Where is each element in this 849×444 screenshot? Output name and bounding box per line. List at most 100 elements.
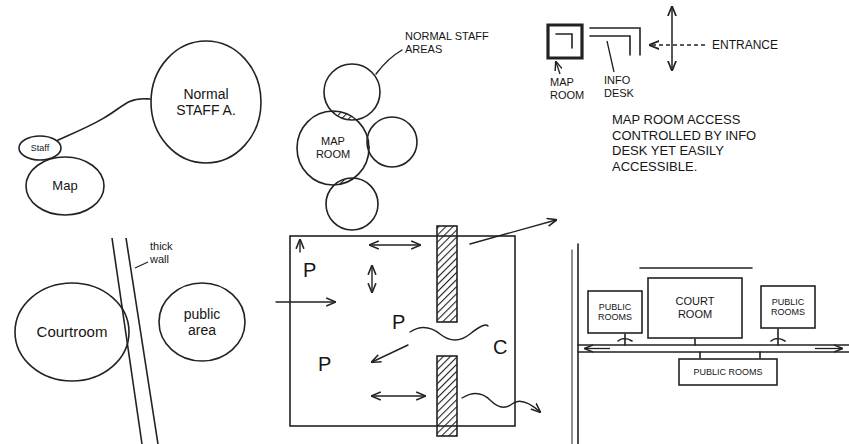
movement-arrow [410,325,488,340]
corridor-arrow [585,348,610,349]
callout-label: ENTRANCE [712,38,812,52]
floor-plan [618,334,632,345]
node-text: public area [172,306,232,338]
leader-line [376,50,402,74]
overlap-hatch [367,117,417,167]
floor-plan [578,344,849,346]
zone-letter: P [392,310,412,334]
bubble-outline [19,136,61,160]
node-text-group: Map [52,179,77,194]
leader-line [376,50,402,74]
node-text: PUBLIC ROOMS [593,302,637,323]
courtroom-bubble: Courtroom [14,282,130,382]
room-box: PUBLIC ROOMS [587,290,643,334]
floor-plan [694,339,696,345]
plan-sketch [548,25,640,58]
node-text-group: PUBLIC ROOMS [766,297,810,318]
callout-label: INFO DESK [604,74,644,100]
circulation-sketch [290,226,515,436]
circulation-sketch [290,236,515,426]
movement-arrow [370,244,420,245]
node-text: Normal STAFF A. [175,86,237,118]
callout-label: NORMAL STAFF AREAS [405,30,505,56]
node-text: Map [52,179,77,194]
zone-letter: P [318,352,338,376]
room-box: PUBLIC ROOMS [678,358,778,386]
movement-arrow [372,395,425,396]
floor-plan [572,250,573,444]
floor-plan [771,329,785,345]
node-text-group: Staff [31,143,49,153]
leader-line [135,262,148,268]
staff-area-circles [367,117,417,167]
bubble-outline [159,283,245,361]
plan-sketch [556,34,572,48]
floor-plan [700,352,760,358]
movement-arrow [276,301,335,302]
floor-plan [577,244,579,444]
zone-letter: P [303,258,323,282]
map-bubble: Map [25,156,105,216]
node-text-group: Courtroom [37,323,108,340]
node-text-group: COURT ROOM [665,295,725,320]
movement-arrow [276,220,556,412]
room-outline [761,286,815,328]
floor-plan [572,244,849,444]
room-box: PUBLIC ROOMS [760,285,816,329]
bubble-outline [151,41,261,163]
plan-sketch [548,25,582,58]
node-text-group: PUBLIC ROOMS [693,367,762,377]
circulation-sketch [437,356,457,436]
circulation-sketch [437,226,457,322]
leader-line [556,62,560,74]
public-area-bubble: public area [158,282,246,362]
bubble-outline [26,157,104,215]
callout-label: MAP ROOM [550,76,590,102]
floor-plan [640,267,752,269]
bubble-outline [15,283,129,381]
thick-wall [126,238,158,444]
map-room-bubble: MAP ROOM [296,110,370,186]
movement-arrow [462,393,540,412]
connector-line [58,99,150,140]
direction-arrow [671,7,673,70]
node-text: Staff [31,143,49,153]
node-text: PUBLIC ROOMS [693,367,762,377]
corridor-arrow [585,348,842,349]
leader-line [556,41,614,74]
movement-arrow [372,345,408,362]
staff-area-bubble: Normal STAFF A. [150,40,262,164]
room-outline [648,278,742,338]
corridor-arrow [815,348,842,349]
room-outline [588,291,642,333]
direction-arrow [650,44,705,46]
callout-label: thick wall [150,240,184,266]
thick-wall [112,238,142,444]
direction-arrow [650,7,705,70]
node-text: PUBLIC ROOMS [766,297,810,318]
node-text-group: PUBLIC ROOMS [593,302,637,323]
node-text-group: Normal STAFF A. [175,86,237,118]
design-note: MAP ROOM ACCESS CONTROLLED BY INFO DESK … [612,112,790,174]
floor-plan [578,351,849,353]
overlap-hatch [326,178,378,230]
bubble-outline [297,111,369,185]
movement-arrow [470,220,556,244]
leader-line [135,262,148,268]
staff-area-circles [326,178,378,230]
node-text-group: MAP ROOM [313,135,353,160]
node-text-group: public area [172,306,232,338]
plan-sketch [590,28,640,55]
room-outline [679,359,777,385]
node-text: COURT ROOM [665,295,725,320]
node-text: Courtroom [37,323,108,340]
movement-arrow [299,240,300,252]
thick-wall [112,238,158,444]
leader-line [607,41,614,72]
room-box: COURT ROOM [647,277,743,339]
zone-letter: C [493,335,513,359]
node-text: MAP ROOM [313,135,353,160]
